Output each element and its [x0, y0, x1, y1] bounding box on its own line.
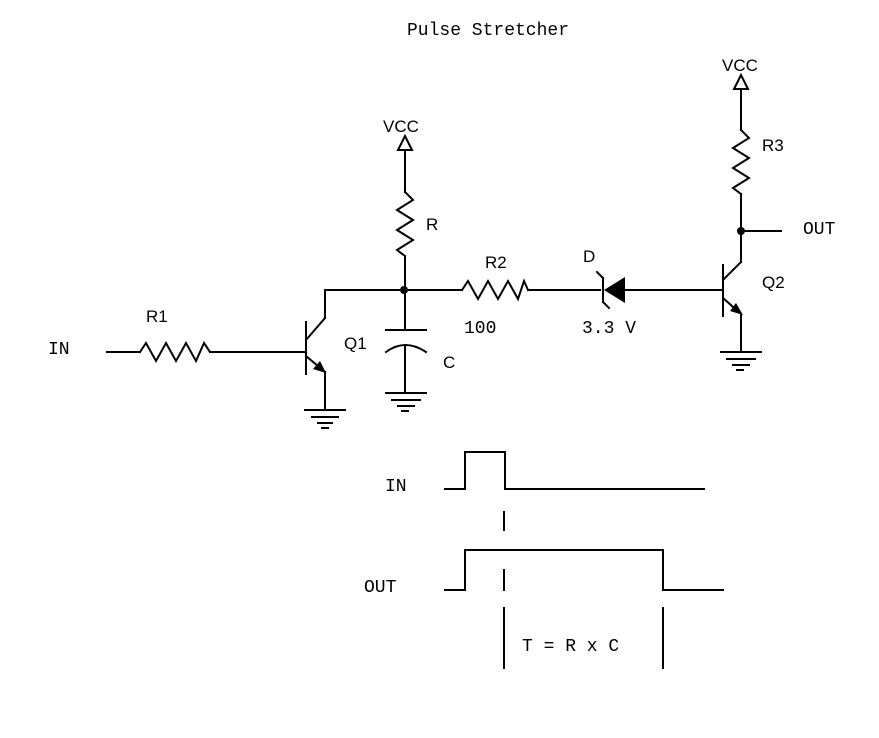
zener-diode-d	[595, 270, 625, 310]
r2-value: 100	[464, 319, 496, 339]
d-label: D	[583, 247, 595, 266]
vcc1-arrow-symbol	[396, 133, 414, 193]
resistor-r1	[138, 340, 212, 364]
diagram-title: Pulse Stretcher	[407, 21, 569, 41]
r1-label: R1	[146, 307, 168, 326]
vcc2-arrow-symbol	[732, 72, 750, 131]
r2-label: R2	[485, 253, 507, 272]
resistor-r3	[731, 128, 751, 196]
input-label: IN	[48, 340, 70, 360]
resistor-r	[395, 190, 415, 258]
resistor-r2	[460, 278, 530, 302]
vcc2-label: VCC	[722, 56, 758, 75]
timing-in-waveform	[444, 451, 705, 490]
capacitor-c	[384, 289, 428, 393]
output-label: OUT	[803, 220, 836, 240]
r3-label: R3	[762, 136, 784, 155]
q1-label: Q1	[344, 334, 367, 353]
timing-in-label: IN	[385, 477, 407, 497]
ground-symbol-q2	[720, 351, 762, 371]
d-value: 3.3 V	[582, 319, 636, 339]
timing-out-label: OUT	[364, 578, 397, 598]
vcc1-label: VCC	[383, 117, 419, 136]
timing-out-waveform	[444, 549, 724, 591]
timing-formula: T = R x C	[522, 637, 619, 657]
transistor-q1	[304, 289, 327, 409]
transistor-q2	[721, 230, 743, 351]
ground-symbol-c	[385, 392, 427, 412]
r-label: R	[426, 215, 438, 234]
ground-symbol-q1	[304, 409, 346, 429]
q2-label: Q2	[762, 273, 785, 292]
c-label: C	[443, 353, 455, 372]
